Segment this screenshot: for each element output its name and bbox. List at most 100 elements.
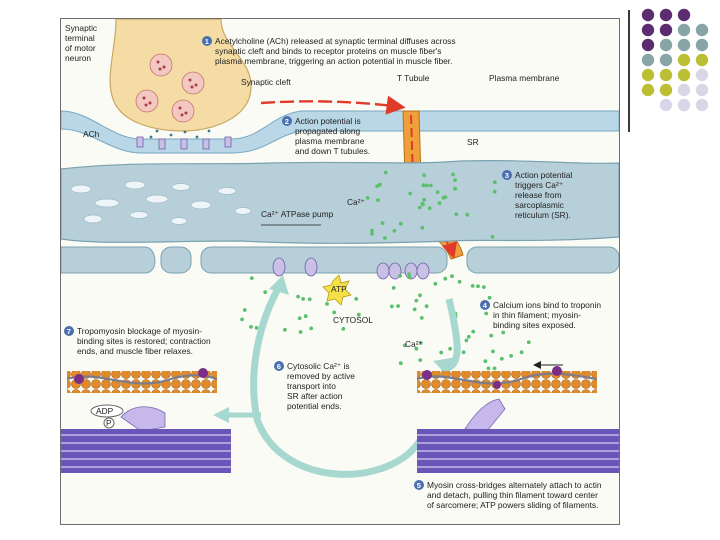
thin-filament-relaxed: [66, 368, 218, 393]
svg-text:synaptic cleft and binds to re: synaptic cleft and binds to receptor pro…: [215, 46, 441, 56]
svg-text:of sarcomere; ATP powers slidi: of sarcomere; ATP powers sliding of fila…: [427, 500, 598, 510]
calcium-ion: [296, 294, 300, 299]
calcium-ion: [263, 290, 268, 295]
calcium-ion: [418, 293, 422, 298]
calcium-ion: [341, 327, 346, 331]
decorative-dot: [695, 98, 709, 112]
svg-text:neuron: neuron: [65, 53, 91, 63]
sr-lower-tubule: [466, 246, 619, 274]
step-1-callout: 1 Acetylcholine (ACh) released at synapt…: [202, 36, 456, 66]
calcium-ion: [428, 183, 433, 188]
calcium-ion: [414, 346, 419, 351]
svg-text:sarcoplasmic: sarcoplasmic: [515, 200, 564, 210]
calcium-ion: [418, 341, 423, 345]
svg-text:6: 6: [277, 362, 281, 371]
calcium-ion: [420, 225, 425, 230]
calcium-ion: [509, 354, 513, 358]
svg-text:removed by active: removed by active: [287, 371, 355, 381]
calcium-ion: [332, 310, 337, 315]
calcium-ion: [383, 170, 388, 175]
decorative-dot: [677, 23, 691, 37]
step-2-callout: 2 Action potential is propagated along p…: [282, 116, 370, 156]
calcium-ion: [375, 184, 380, 189]
decorative-dot: [659, 68, 673, 82]
ca-release-channels: [376, 262, 430, 280]
svg-text:and detach, pulling thin filam: and detach, pulling thin filament toward…: [427, 490, 598, 500]
decorative-dot: [641, 53, 655, 67]
svg-text:potential ends.: potential ends.: [287, 401, 341, 411]
plasma-membrane-label: Plasma membrane: [489, 73, 560, 83]
ach-label: ACh: [83, 129, 100, 139]
svg-text:propagated along: propagated along: [295, 126, 361, 136]
sr-lower-tubule: [61, 246, 156, 274]
decorative-dot: [659, 8, 673, 22]
slide-divider-line: [628, 10, 630, 132]
calcium-ion: [491, 349, 495, 354]
calcium-ion: [420, 201, 425, 206]
calcium-ion: [412, 307, 417, 312]
atp-label: ATP: [331, 284, 347, 294]
calcium-ion: [437, 201, 442, 206]
decorative-dot: [695, 38, 709, 52]
myosin-head-left: ADP P: [90, 404, 166, 432]
sr-lower-tubule: [160, 246, 192, 274]
relaxation-cycle-arrow: [250, 285, 424, 478]
calcium-ion: [433, 281, 438, 286]
svg-text:reticulum (SR).: reticulum (SR).: [515, 210, 571, 220]
calcium-ion: [418, 358, 423, 362]
step-4-callout: 4 Calcium ions bind to troponin in thin …: [480, 300, 601, 330]
svg-text:Myosin cross-bridges alternate: Myosin cross-bridges alternately attach …: [427, 480, 602, 490]
calcium-ion: [422, 173, 426, 178]
ca-upper-label: Ca²⁺: [347, 197, 365, 207]
calcium-ion: [297, 316, 302, 321]
decorative-dot-grid: [641, 8, 709, 112]
adp-label: ADP: [96, 406, 114, 416]
calcium-ion: [378, 182, 382, 187]
calcium-ion: [380, 221, 385, 226]
svg-text:2: 2: [285, 117, 289, 126]
calcium-ion: [383, 236, 387, 240]
calcium-ion: [417, 205, 422, 210]
svg-text:7: 7: [67, 327, 71, 336]
calcium-ion: [242, 308, 247, 312]
decorative-dot: [677, 68, 691, 82]
svg-text:1: 1: [205, 37, 209, 46]
ca-atpase-pump-label: Ca²⁺ ATPase pump: [261, 209, 334, 219]
svg-text:terminal: terminal: [65, 33, 95, 43]
calcium-ion: [421, 183, 426, 188]
plasma-membrane-surface: [61, 110, 619, 154]
sr-label: SR: [467, 137, 479, 147]
decorative-dot: [659, 83, 673, 97]
decorative-dot: [659, 38, 673, 52]
decorative-dot: [677, 53, 691, 67]
synaptic-terminal-label: Synaptic terminal of motor neuron: [65, 23, 97, 63]
calcium-ion: [402, 343, 407, 348]
calcium-ion: [501, 330, 506, 335]
thin-filament-active: [416, 366, 598, 393]
calcium-ion: [483, 359, 488, 364]
calcium-ion: [464, 338, 469, 343]
calcium-ion: [489, 333, 494, 338]
svg-text:Action potential: Action potential: [515, 170, 572, 180]
calcium-ion: [354, 297, 359, 301]
sr-fenestrations: [70, 180, 252, 225]
svg-text:ends, and muscle fiber relaxes: ends, and muscle fiber relaxes.: [77, 346, 193, 356]
decorative-dot: [641, 23, 655, 37]
calcium-ion: [249, 325, 253, 329]
calcium-ion: [398, 274, 402, 278]
decorative-dot: [677, 98, 691, 112]
calcium-ion: [425, 183, 429, 188]
decorative-dot: [677, 38, 691, 52]
calcium-ion: [398, 361, 403, 366]
synaptic-cleft-label: Synaptic cleft: [241, 77, 291, 87]
calcium-ion: [443, 276, 448, 281]
calcium-ion: [451, 172, 455, 177]
calcium-ion: [484, 311, 489, 316]
calcium-ion: [470, 284, 475, 288]
svg-text:binding sites exposed.: binding sites exposed.: [493, 320, 576, 330]
calcium-ion: [465, 212, 470, 217]
calcium-ion: [325, 302, 329, 306]
decorative-dot: [659, 23, 673, 37]
calcium-ion: [249, 276, 254, 280]
calcium-ion: [448, 346, 452, 351]
